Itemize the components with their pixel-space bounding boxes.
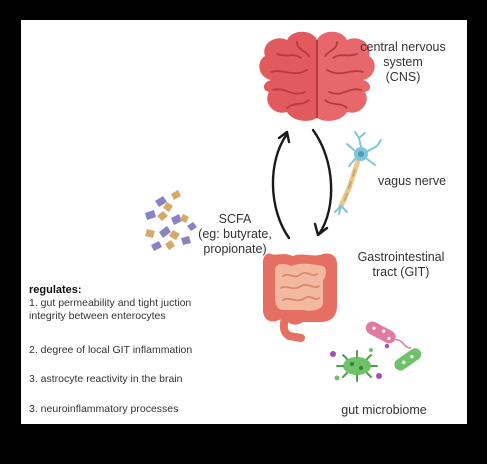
- regulates-item-4-line-1: 3. neuroinflammatory processes: [29, 403, 179, 415]
- bacteria-icon: [330, 321, 422, 382]
- diagram-artwork: [145, 31, 422, 382]
- intestine-icon: [263, 253, 337, 342]
- cycle-arrows: [271, 128, 333, 240]
- scfa-label-line-3: propionate): [203, 242, 267, 256]
- regulates-item-3-line-1: 3. astrocyte reactivity in the brain: [29, 373, 183, 385]
- neuron-icon: [334, 131, 382, 215]
- arrow-down: [311, 128, 333, 236]
- git-label-line-1: Gastrointestinal: [357, 250, 445, 264]
- regulates-item-3: 3. astrocyte reactivity in the brain: [29, 373, 183, 386]
- cns-label-line-2: system: [383, 55, 423, 69]
- regulates-item-1: 1. gut permeability and tight juction in…: [29, 297, 191, 323]
- regulates-item-2-line-1: 2. degree of local GIT inflammation: [29, 344, 193, 356]
- cns-label: central nervous system (CNS): [349, 40, 457, 85]
- scfa-molecules-icon: [145, 190, 197, 251]
- cns-label-line-1: central nervous: [360, 40, 446, 54]
- cns-label-line-3: (CNS): [385, 70, 421, 84]
- scfa-label-line-1: SCFA: [218, 212, 252, 226]
- regulates-item-4: 3. neuroinflammatory processes: [29, 403, 178, 416]
- diagram-panel: central nervous system (CNS) vagus nerve…: [21, 20, 467, 424]
- vagus-nerve-label: vagus nerve: [377, 174, 447, 188]
- scfa-label-line-2: (eg: butyrate,: [198, 227, 272, 241]
- scfa-label: SCFA (eg: butyrate, propionate): [189, 212, 281, 257]
- regulates-item-2: 2. degree of local GIT inflammation: [29, 344, 192, 357]
- regulates-item-1-line-2: integrity between enterocytes: [29, 310, 166, 322]
- git-label-line-2: tract (GIT): [372, 265, 430, 279]
- brain-icon: [259, 31, 375, 121]
- regulates-item-1-line-1: 1. gut permeability and tight juction: [29, 297, 192, 309]
- arrow-up: [271, 132, 291, 240]
- gut-microbiome-label: gut microbiome: [341, 403, 427, 417]
- git-label: Gastrointestinal tract (GIT): [347, 250, 455, 280]
- regulates-title: regulates:: [29, 284, 82, 296]
